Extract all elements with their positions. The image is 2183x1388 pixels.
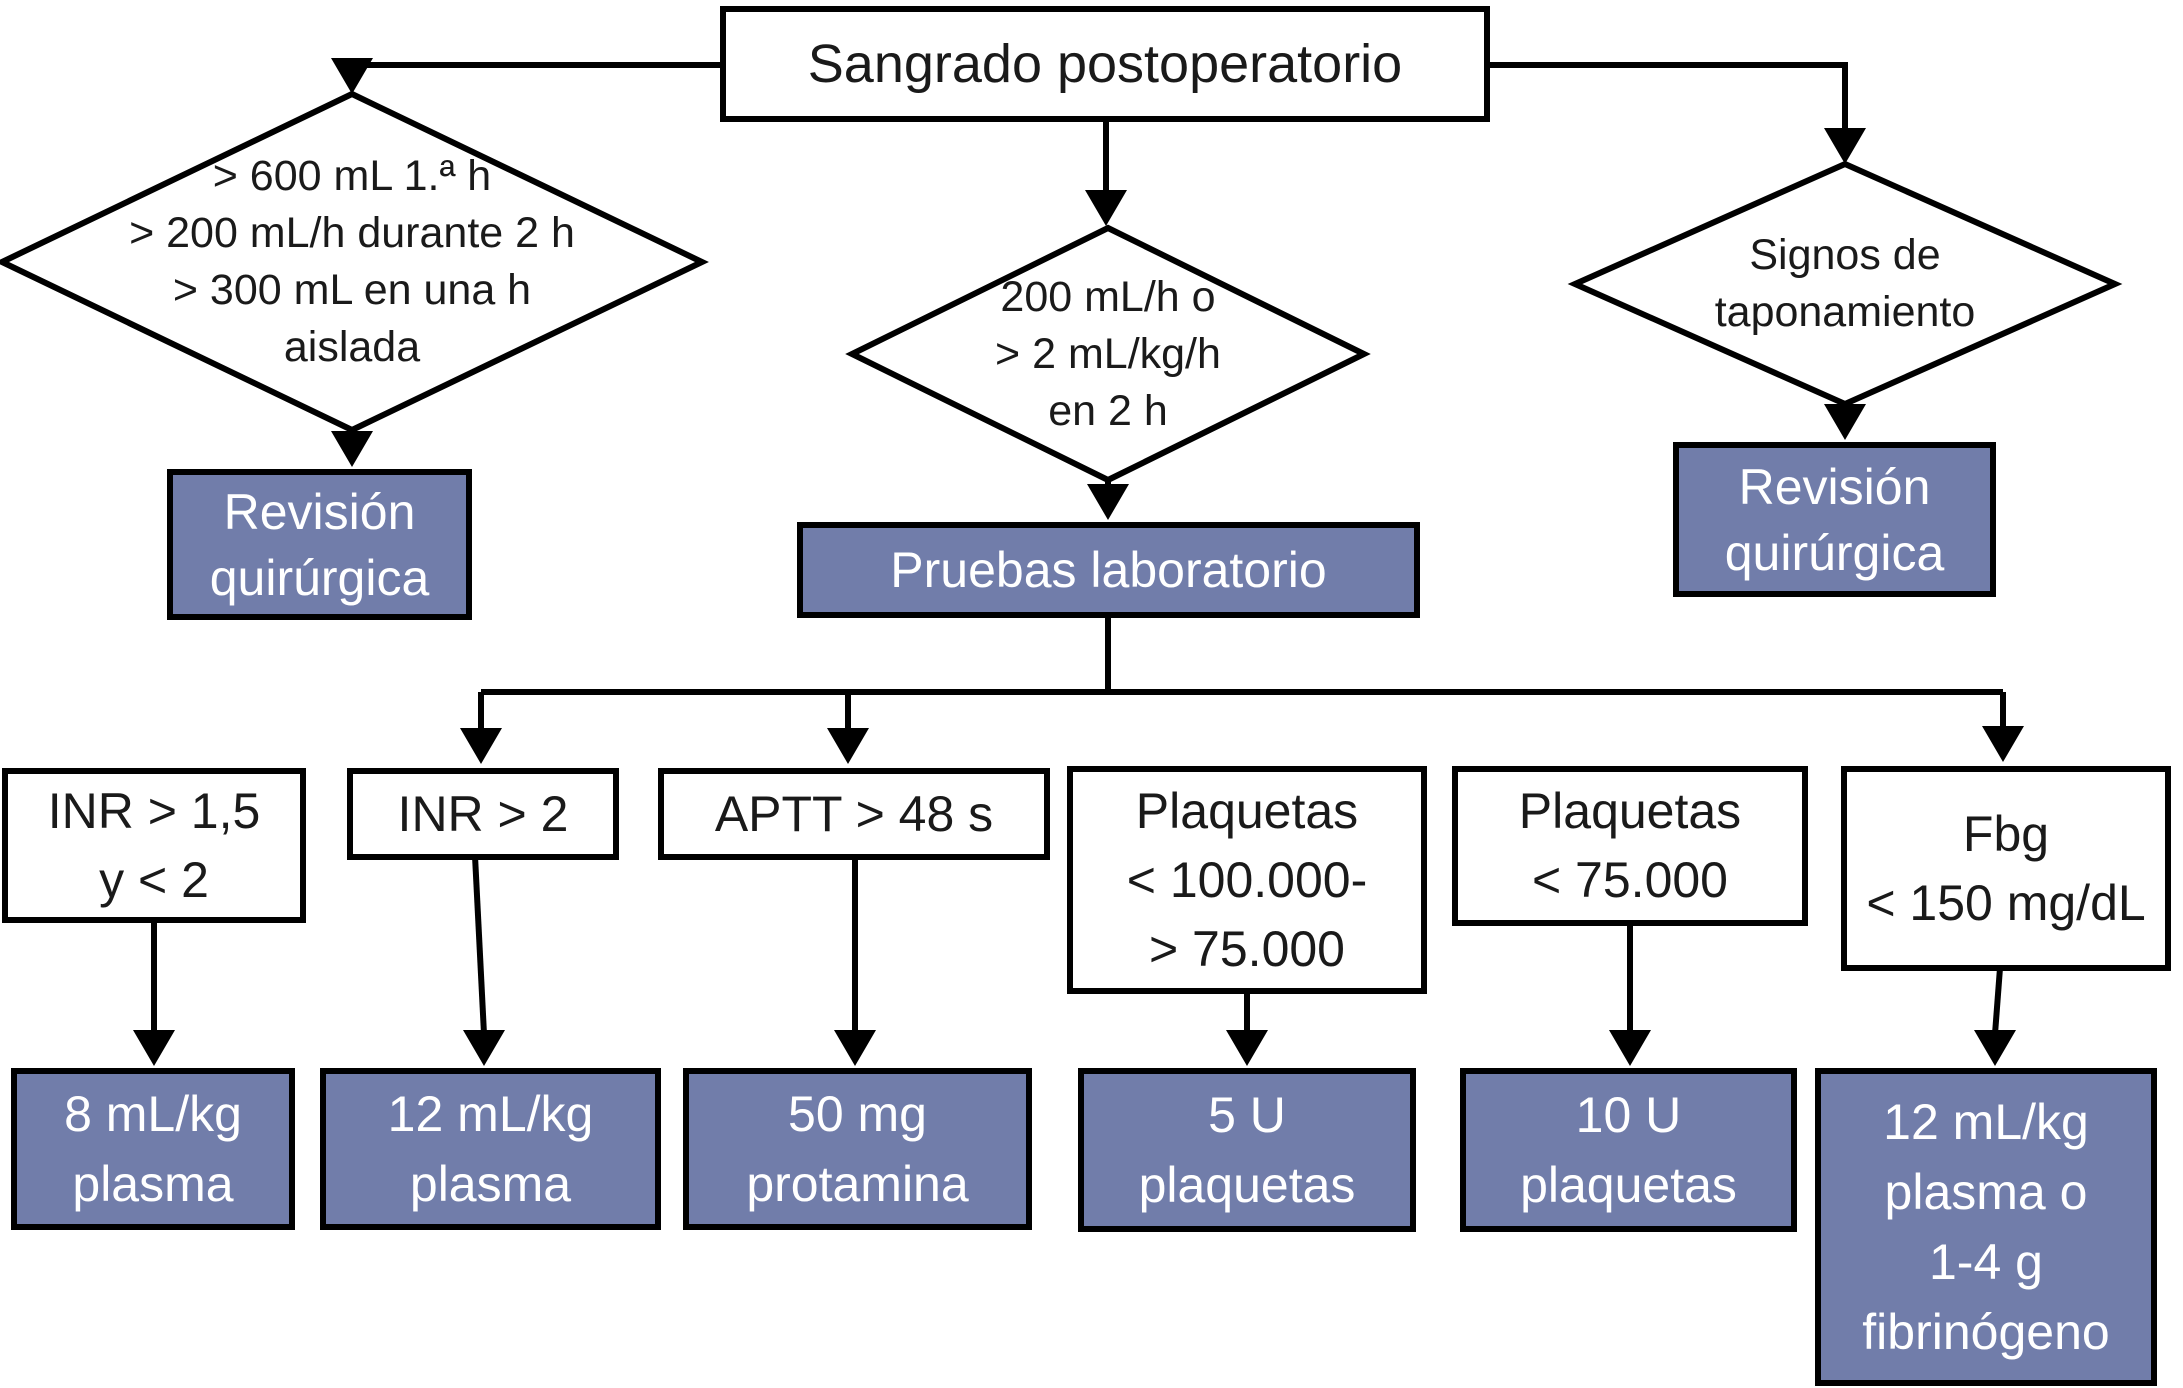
condition-label: INR > 1,5 y < 2	[47, 782, 261, 908]
action-revision-quirurgica-right: Revisión quirúrgica	[1673, 442, 1996, 597]
arrowhead-into-plasma8	[133, 1030, 175, 1066]
treatment-plasma-12mlkg: 12 mL/kg plasma	[320, 1068, 661, 1230]
arrowhead-into-protamine	[834, 1030, 876, 1066]
decision-middle-diamond	[845, 224, 1371, 484]
edge-fbg-to-fibrinogen	[1992, 967, 2003, 1035]
arrowhead-into-5u	[1226, 1030, 1268, 1066]
arrowhead-into-middle-decision	[1085, 190, 1127, 226]
arrowhead-into-right-decision	[1824, 128, 1866, 164]
treatment-label: 12 mL/kg plasma	[387, 1086, 594, 1212]
action-label: Revisión quirúrgica	[1724, 458, 1945, 581]
condition-inr-2: INR > 2	[347, 768, 619, 860]
arrowhead-into-revision-left	[331, 431, 373, 467]
condition-label: Plaquetas < 75.000	[1518, 783, 1742, 908]
arrowhead-into-left-decision	[331, 58, 373, 94]
edge-root-to-right-decision	[1490, 62, 1848, 132]
edge-lab-distribution-rail	[478, 618, 2006, 732]
condition-plaquetas-75000: Plaquetas < 75.000	[1452, 766, 1808, 926]
root-node-label: Sangrado postoperatorio	[807, 34, 1403, 94]
condition-label: INR > 2	[397, 785, 569, 842]
treatment-plaquetas-10u: 10 U plaquetas	[1460, 1068, 1797, 1232]
arrowhead-into-10u	[1609, 1030, 1651, 1066]
root-node-sangrado-postoperatorio: Sangrado postoperatorio	[720, 6, 1490, 122]
arrowhead-into-fbg	[1982, 726, 2024, 762]
condition-plaquetas-100000: Plaquetas < 100.000- > 75.000	[1067, 766, 1427, 994]
condition-inr-1-5: INR > 1,5 y < 2	[2, 768, 306, 923]
arrowheads	[133, 58, 2024, 1066]
treatment-label: 8 mL/kg plasma	[64, 1086, 242, 1212]
condition-fbg-150: Fbg < 150 mg/dL	[1841, 766, 2171, 971]
action-label: Pruebas laboratorio	[890, 542, 1327, 598]
action-revision-quirurgica-left: Revisión quirúrgica	[167, 469, 472, 620]
treatment-plasma-8mlkg: 8 mL/kg plasma	[11, 1068, 295, 1230]
arrowhead-into-plasma12	[463, 1030, 505, 1066]
condition-label: Fbg < 150 mg/dL	[1866, 805, 2146, 931]
treatment-label: 12 mL/kg plasma o 1-4 g fibrinógeno	[1862, 1094, 2110, 1360]
arrowhead-into-aptt	[827, 728, 869, 764]
action-pruebas-laboratorio: Pruebas laboratorio	[797, 522, 1420, 618]
condition-label: APTT > 48 s	[714, 785, 994, 842]
arrowhead-into-inr2	[460, 728, 502, 764]
decision-left-diamond	[0, 90, 709, 434]
action-label: Revisión quirúrgica	[209, 483, 430, 606]
arrowhead-into-revision-right	[1824, 404, 1866, 440]
treatment-label: 10 U plaquetas	[1520, 1087, 1737, 1213]
edge-root-to-left-decision	[349, 62, 720, 70]
treatment-label: 5 U plaquetas	[1138, 1087, 1356, 1213]
treatment-plasma-fibrinogeno: 12 mL/kg plasma o 1-4 g fibrinógeno	[1815, 1068, 2157, 1386]
edge-inr2-to-plasma12	[472, 855, 487, 1035]
treatment-protamina-50mg: 50 mg protamina	[683, 1068, 1032, 1230]
arrowhead-into-fibrinogen	[1974, 1030, 2016, 1066]
treatment-plaquetas-5u: 5 U plaquetas	[1078, 1068, 1416, 1232]
condition-label: Plaquetas < 100.000- > 75.000	[1126, 782, 1368, 977]
arrowhead-into-lab-tests	[1087, 484, 1129, 520]
decision-right-diamond	[1567, 160, 2123, 408]
condition-aptt-48s: APTT > 48 s	[658, 768, 1050, 860]
treatment-label: 50 mg protamina	[746, 1086, 969, 1212]
